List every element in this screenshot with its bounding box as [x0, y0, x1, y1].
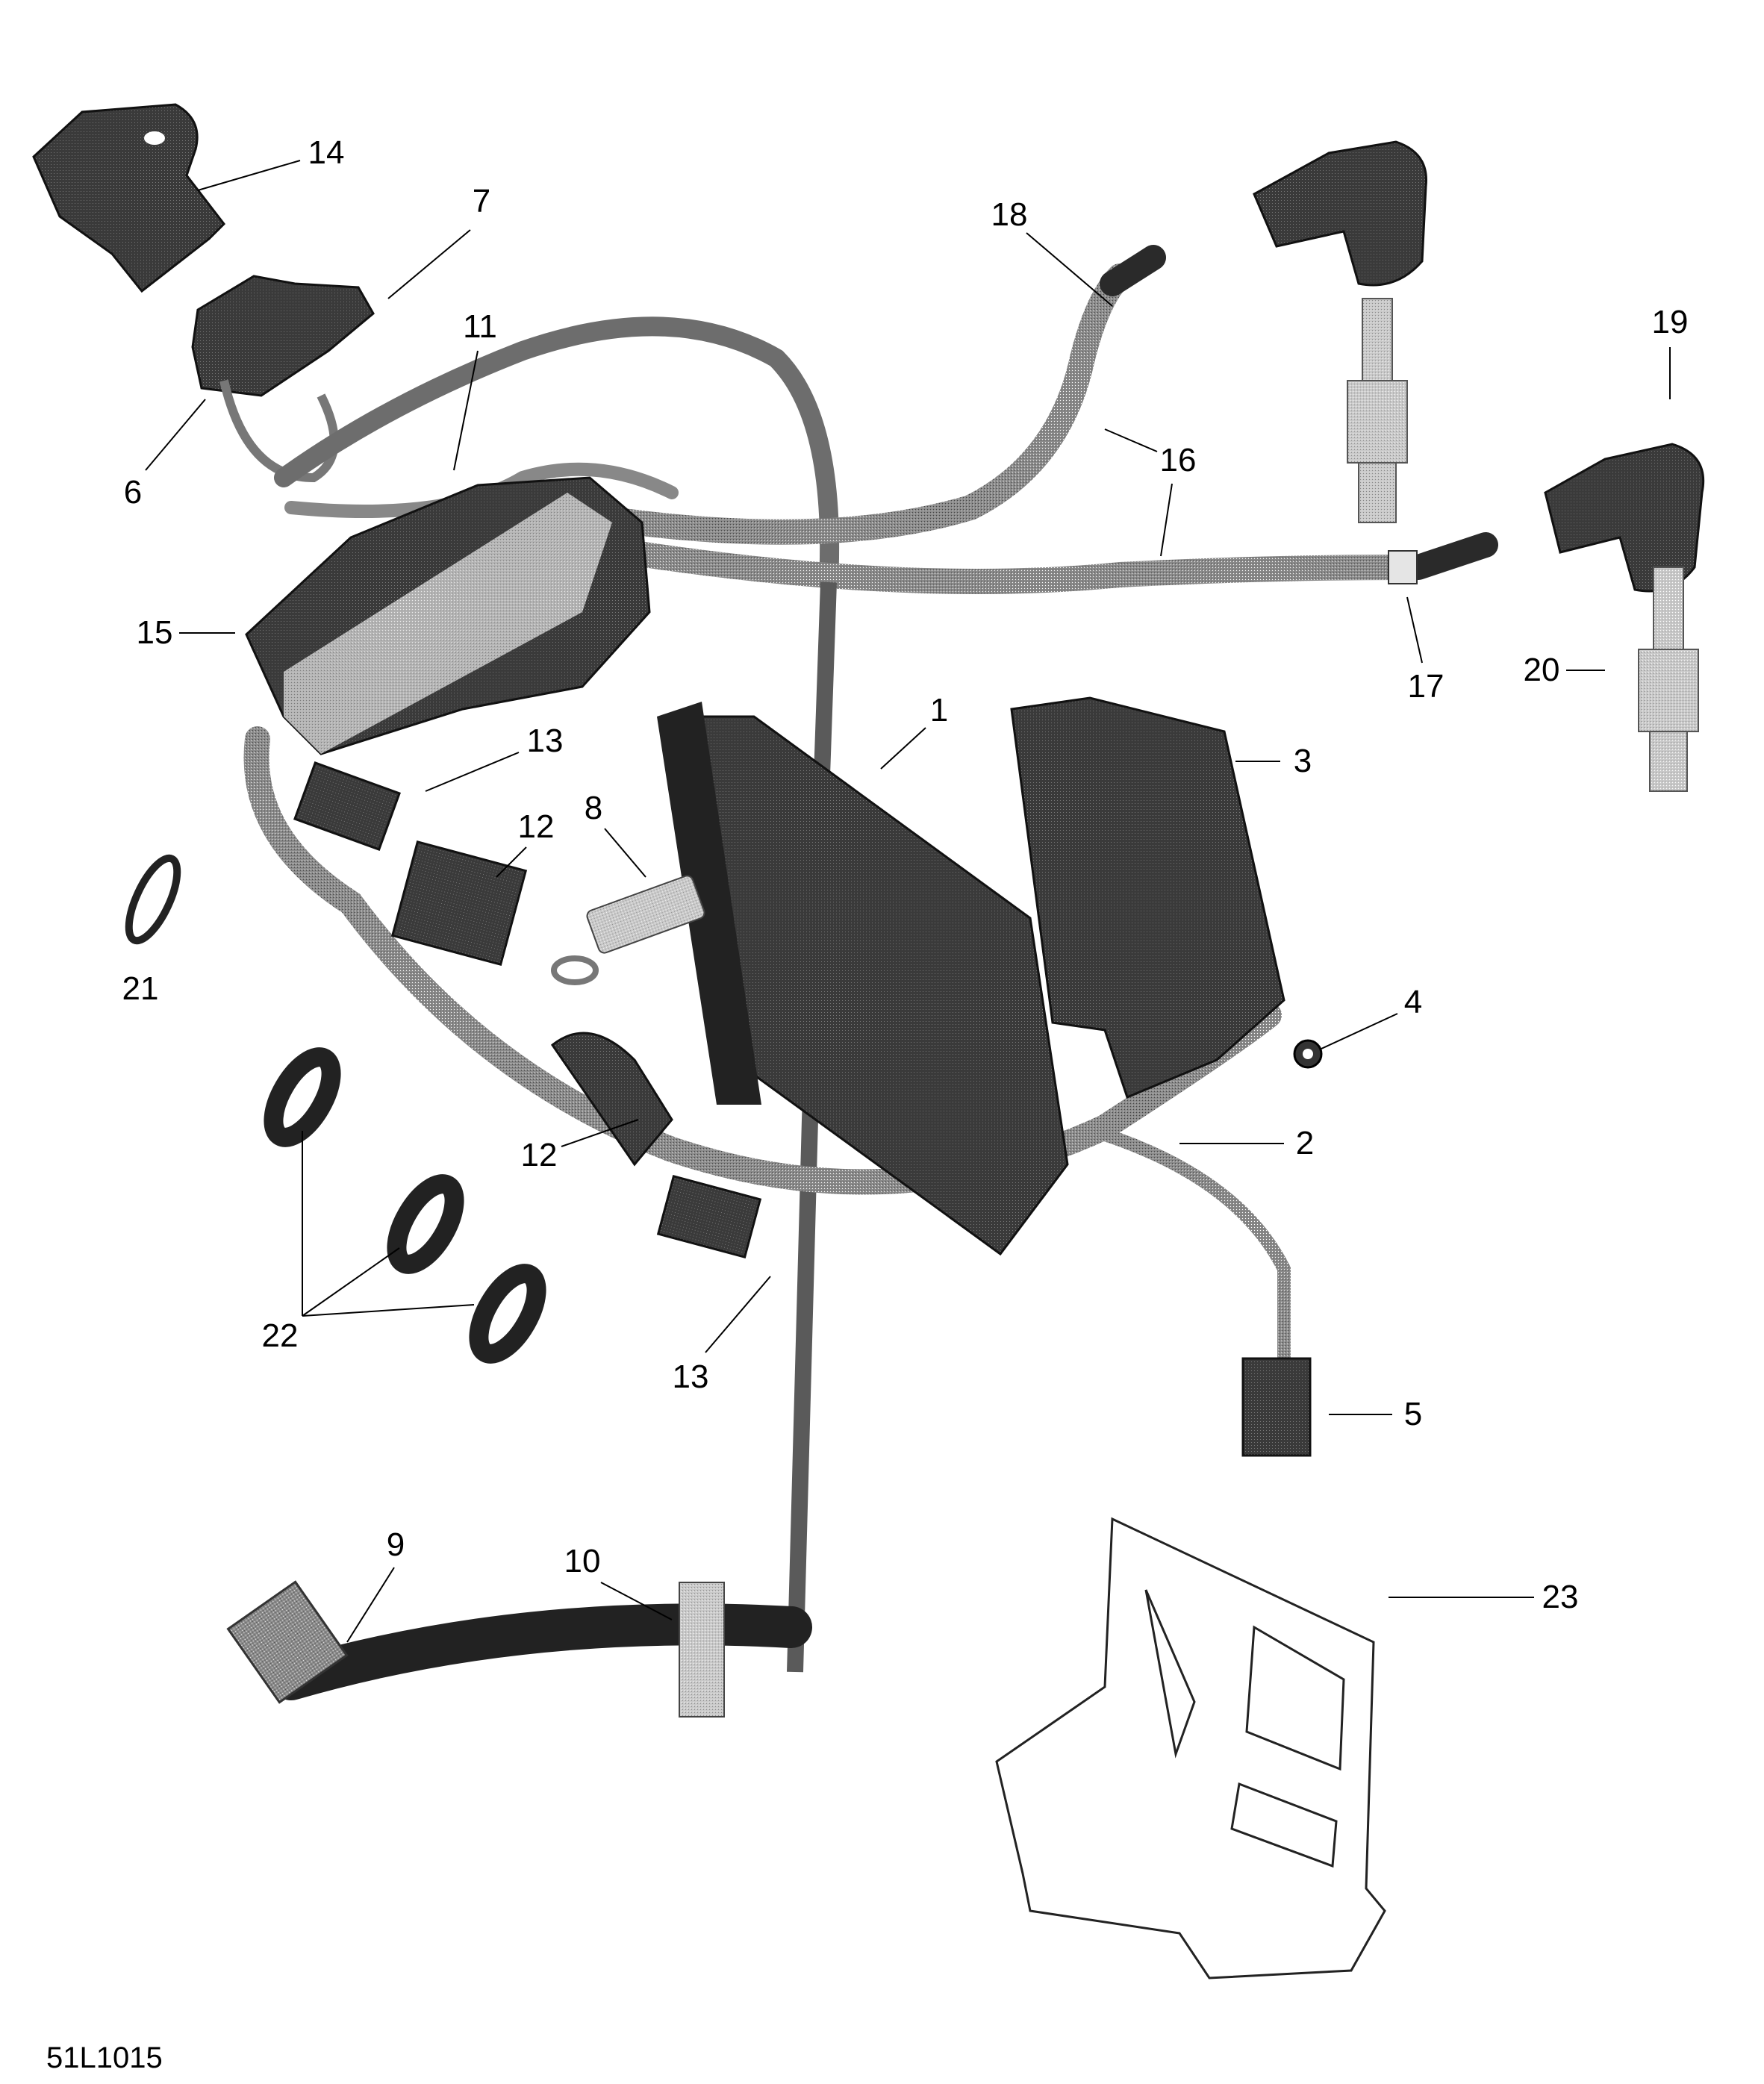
callout-5[interactable]: 5 [1403, 1396, 1423, 1432]
leader-line-22 [302, 1304, 475, 1317]
callout-21[interactable]: 21 [122, 970, 159, 1007]
callout-12[interactable]: 12 [517, 808, 555, 845]
callout-6[interactable]: 6 [123, 474, 143, 511]
callout-10[interactable]: 10 [564, 1543, 601, 1579]
leader-line-13 [425, 752, 520, 792]
sensor-cover-part[interactable] [32, 103, 225, 293]
callout-3[interactable]: 3 [1293, 743, 1312, 779]
connector-10[interactable] [679, 1582, 725, 1718]
leader-line-8 [604, 828, 646, 878]
mag-wire-marker [1388, 550, 1418, 584]
leader-line-6 [145, 399, 206, 471]
connector-9[interactable] [226, 1580, 349, 1704]
figure-id-label: 51L1015 [46, 2041, 163, 2074]
leader-line-12 [561, 1119, 639, 1147]
leader-line-18 [1026, 232, 1113, 307]
leader-line-16 [1104, 428, 1158, 452]
callout-16[interactable]: 16 [1159, 442, 1197, 478]
ecu-module-part[interactable] [657, 702, 1069, 1256]
spark-plug-wires[interactable] [570, 245, 1498, 594]
leader-line-7 [387, 229, 471, 299]
tie-strap-part[interactable] [119, 852, 187, 946]
harness-end-connector[interactable] [1241, 1357, 1312, 1457]
callout-23[interactable]: 23 [1542, 1579, 1579, 1615]
callout-7[interactable]: 7 [472, 183, 491, 219]
callout-11[interactable]: 11 [463, 308, 497, 345]
lower-braided-harness[interactable] [226, 1580, 812, 1718]
leader-line-1 [880, 727, 926, 770]
ground-terminal-part[interactable] [1293, 1039, 1323, 1069]
harness-trunk[interactable] [787, 581, 837, 1673]
callout-20[interactable]: 20 [1523, 652, 1560, 688]
callout-leader-lines [145, 160, 1671, 1643]
support-bracket-part[interactable] [995, 1517, 1386, 1980]
leader-line-12 [496, 846, 527, 878]
harness-upper-wires[interactable] [274, 316, 840, 592]
ecu-connector-part[interactable] [1010, 696, 1285, 1099]
callout-19[interactable]: 19 [1651, 304, 1689, 340]
leader-line-4 [1321, 1013, 1398, 1049]
callout-15[interactable]: 15 [136, 614, 173, 651]
leader-line-10 [600, 1582, 673, 1620]
callout-13[interactable]: 13 [672, 1358, 709, 1395]
sensor-connector-part[interactable] [191, 275, 375, 483]
leader-line-13 [705, 1276, 771, 1353]
leader-line-22 [302, 1247, 400, 1317]
callout-12[interactable]: 12 [520, 1137, 558, 1173]
callout-8[interactable]: 8 [584, 790, 603, 826]
callout-18[interactable]: 18 [991, 196, 1028, 233]
main-harness-part[interactable] [243, 726, 1291, 1365]
leader-line-14 [197, 160, 301, 191]
ring-terminal-connector-part[interactable] [551, 874, 706, 985]
leader-line-9 [346, 1567, 395, 1643]
callout-13[interactable]: 13 [526, 723, 564, 759]
spark-plugs[interactable] [1347, 298, 1699, 792]
callout-9[interactable]: 9 [386, 1526, 405, 1563]
spark-plug-caps[interactable] [1253, 140, 1705, 593]
clip-parts[interactable] [262, 1047, 548, 1364]
callout-1[interactable]: 1 [929, 692, 949, 729]
callout-14[interactable]: 14 [308, 134, 345, 171]
harness-connectors[interactable] [293, 761, 762, 1259]
callout-4[interactable]: 4 [1403, 984, 1423, 1020]
leader-line-17 [1406, 596, 1423, 664]
leader-line-16 [1160, 483, 1173, 557]
callout-17[interactable]: 17 [1407, 668, 1444, 705]
callout-2[interactable]: 2 [1295, 1125, 1315, 1161]
leader-line-11 [453, 350, 479, 471]
ignition-coil-part[interactable] [245, 476, 651, 755]
callout-22[interactable]: 22 [261, 1317, 299, 1354]
